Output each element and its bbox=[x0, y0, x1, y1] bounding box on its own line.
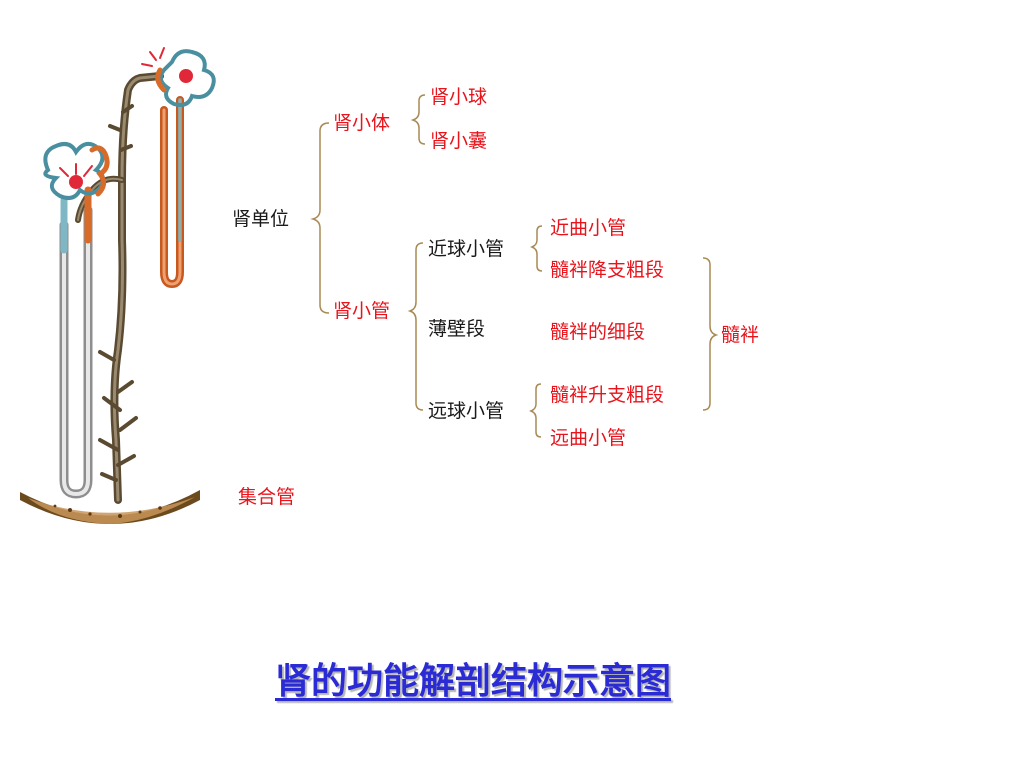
label-renal-tubule: 肾小管 bbox=[333, 300, 391, 322]
nephron-long-loop bbox=[43, 141, 110, 499]
label-proximal-tubule: 近球小管 bbox=[428, 238, 505, 260]
label-loop-of-henle: 髓袢 bbox=[721, 324, 760, 346]
label-loop-descending-thick: 髓袢降支粗段 bbox=[550, 259, 665, 281]
bracket-proximal-tubule bbox=[529, 225, 543, 272]
label-thin-segment: 薄壁段 bbox=[428, 318, 486, 340]
label-distal-tubule: 远球小管 bbox=[428, 400, 505, 422]
label-loop-thin-segment: 髓袢的细段 bbox=[550, 321, 646, 343]
label-distal-convoluted-tubule: 远曲小管 bbox=[550, 427, 627, 449]
bracket-distal-tubule bbox=[528, 383, 542, 438]
label-collecting-duct: 集合管 bbox=[238, 486, 296, 508]
label-glomerulus: 肾小球 bbox=[430, 86, 488, 108]
diagram-title-link[interactable]: 肾的功能解剖结构示意图 bbox=[275, 661, 672, 702]
bracket-loop-of-henle bbox=[702, 257, 719, 411]
hierarchy-brackets bbox=[310, 94, 719, 438]
bracket-renal-corpuscle bbox=[410, 94, 426, 145]
nephron-short-loop bbox=[141, 47, 216, 289]
tissue-base bbox=[20, 490, 200, 524]
bracket-renal-tubule bbox=[407, 242, 424, 411]
label-bowman-capsule: 肾小囊 bbox=[430, 130, 488, 152]
collecting-duct-drawing bbox=[75, 72, 164, 504]
label-loop-ascending-thick: 髓袢升支粗段 bbox=[550, 384, 665, 406]
label-nephron: 肾单位 bbox=[232, 208, 290, 230]
bracket-nephron bbox=[310, 122, 330, 314]
label-proximal-convoluted-tubule: 近曲小管 bbox=[550, 217, 627, 239]
label-renal-corpuscle: 肾小体 bbox=[333, 112, 391, 134]
